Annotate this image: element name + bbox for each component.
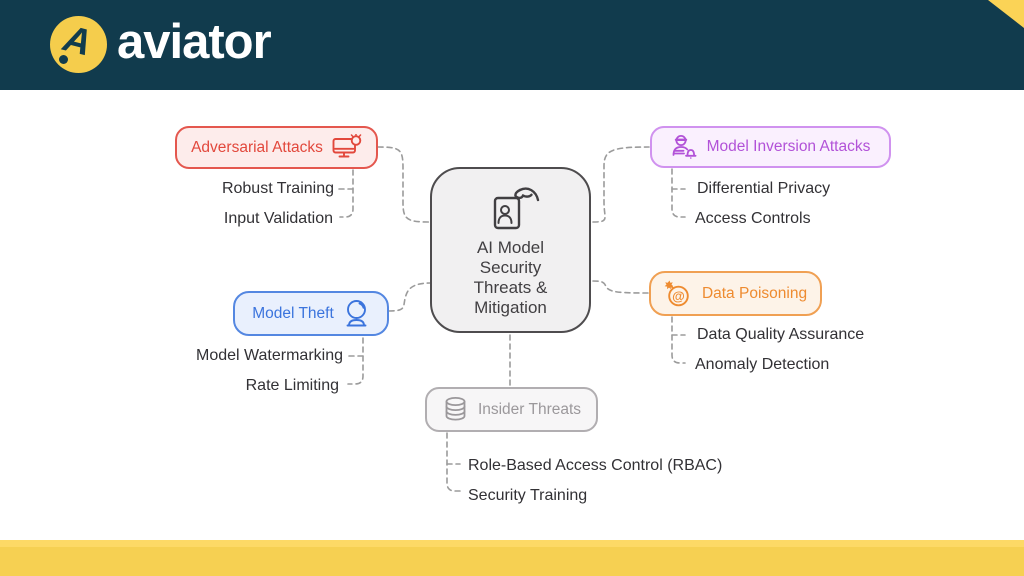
node-label: Data Poisoning: [701, 284, 808, 302]
bomb-at-icon: @: [664, 280, 689, 307]
leaf-access-controls: Access Controls: [695, 210, 811, 227]
node-label: Model Theft: [252, 304, 334, 322]
node-model-inversion-attacks: Model Inversion Attacks: [650, 126, 891, 168]
database-icon: [445, 397, 466, 421]
svg-text:@: @: [672, 289, 685, 304]
aviator-logo: A: [50, 16, 107, 73]
leaf-anomaly-detection: Anomaly Detection: [695, 356, 830, 373]
node-model-theft: Model Theft: [233, 291, 389, 336]
leaf-model-watermarking: Model Watermarking: [195, 347, 343, 364]
monitor-bug-icon: [332, 134, 362, 158]
node-insider-threats: Insider Threats: [425, 387, 598, 432]
center-node-ai-model-security: AI Model Security Threats & Mitigation: [430, 167, 591, 333]
leaf-security-training: Security Training: [468, 487, 588, 504]
spy-bell-icon: [672, 135, 697, 159]
footer-accent-bar: [0, 540, 1024, 576]
brand-wordmark: aviator: [117, 15, 272, 69]
leaf-role-based-access-control: Role-Based Access Control (RBAC): [468, 457, 723, 474]
id-card-hand-icon: [493, 187, 539, 230]
crystal-ball-icon: [346, 300, 367, 327]
center-node-title: AI Model Security Threats & Mitigation: [473, 238, 548, 317]
node-label: Insider Threats: [477, 400, 582, 418]
logo-dot-icon: [59, 55, 68, 64]
node-adversarial-attacks: Adversarial Attacks: [175, 126, 378, 169]
node-data-poisoning: @ Data Poisoning: [649, 271, 822, 316]
leaf-data-quality-assurance: Data Quality Assurance: [697, 326, 865, 343]
leaf-robust-training: Robust Training: [221, 180, 334, 197]
leaf-rate-limiting: Rate Limiting: [245, 377, 339, 394]
node-label: Model Inversion Attacks: [706, 138, 871, 155]
leaf-differential-privacy: Differential Privacy: [697, 180, 831, 197]
leaf-input-validation: Input Validation: [223, 210, 333, 227]
node-label: Adversarial Attacks: [191, 138, 323, 156]
header-bar: A aviator: [0, 0, 1024, 90]
